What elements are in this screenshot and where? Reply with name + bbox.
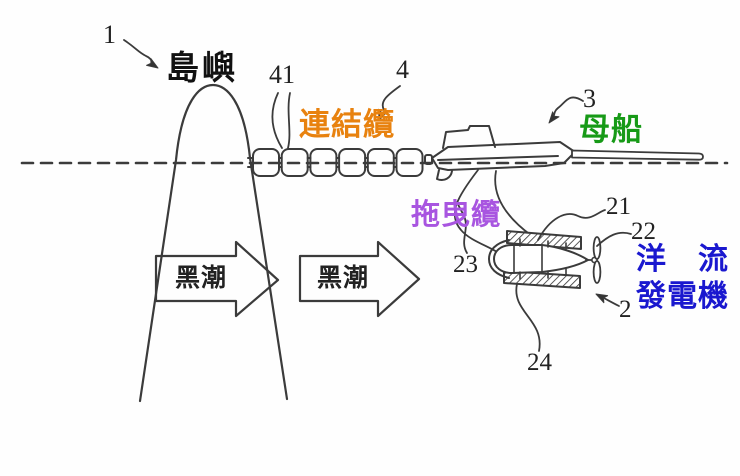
kuroshio-arrow-left xyxy=(154,240,280,318)
ref-2-generator: 2 xyxy=(619,296,632,323)
towing-cable-label: 拖曳纜 xyxy=(411,197,502,231)
ref-4-connect-cable: 4 xyxy=(396,55,409,84)
propeller-blade-lower xyxy=(592,260,602,284)
ship-skeg xyxy=(436,169,453,181)
generator-label-line1: 洋 流 xyxy=(636,245,728,275)
arrowhead-ref-3 xyxy=(545,111,560,126)
connecting-cable-label: 連結纜 xyxy=(299,107,395,143)
ref-24-lower-cable: 24 xyxy=(527,349,552,376)
ref-21-upper-line: 21 xyxy=(606,193,631,220)
island-label: 島嶼 xyxy=(166,48,238,87)
duct-struts xyxy=(519,238,567,280)
ship-chine-line xyxy=(437,155,559,161)
tow-boom-bar xyxy=(571,149,704,161)
generator-label-line2: 發電機 xyxy=(636,279,729,314)
tow-cable-front xyxy=(453,169,498,253)
arrowhead-ref-1 xyxy=(146,58,161,72)
mother-ship xyxy=(431,125,576,181)
leader-ref-23 xyxy=(457,203,468,254)
ref-22-propeller: 22 xyxy=(631,218,656,245)
kuroshio-label-right: 黑潮 xyxy=(317,263,370,292)
ref-1-island: 1 xyxy=(103,20,116,49)
ref-3-mother-ship: 3 xyxy=(583,84,596,113)
nacelle-nose-lip xyxy=(488,239,510,279)
generator-word-2: 流 xyxy=(698,242,728,277)
island-outline xyxy=(138,83,289,403)
ref-41-floats: 41 xyxy=(269,60,295,89)
nacelle-section-lines xyxy=(513,244,543,274)
leader-ref-41 xyxy=(271,92,291,149)
ship-deckhouse xyxy=(442,125,496,149)
kuroshio-arrow-right xyxy=(298,240,421,318)
ref-23-tow-cable: 23 xyxy=(453,251,478,278)
leader-ref-1 xyxy=(123,39,156,67)
propeller-blade-upper xyxy=(592,236,602,260)
mother-ship-label: 母船 xyxy=(579,112,643,148)
current-generator xyxy=(488,230,602,289)
generator-label: 洋 流 發電機 xyxy=(636,245,728,312)
generator-word-1: 洋 xyxy=(636,242,666,277)
duct-bottom-hatched xyxy=(503,270,581,289)
connecting-cable-chain xyxy=(247,148,433,177)
arrowhead-ref-2 xyxy=(593,289,609,304)
leader-ref-21 xyxy=(537,209,606,241)
leader-ref-22 xyxy=(596,231,632,247)
kuroshio-label-left: 黑潮 xyxy=(175,263,228,292)
